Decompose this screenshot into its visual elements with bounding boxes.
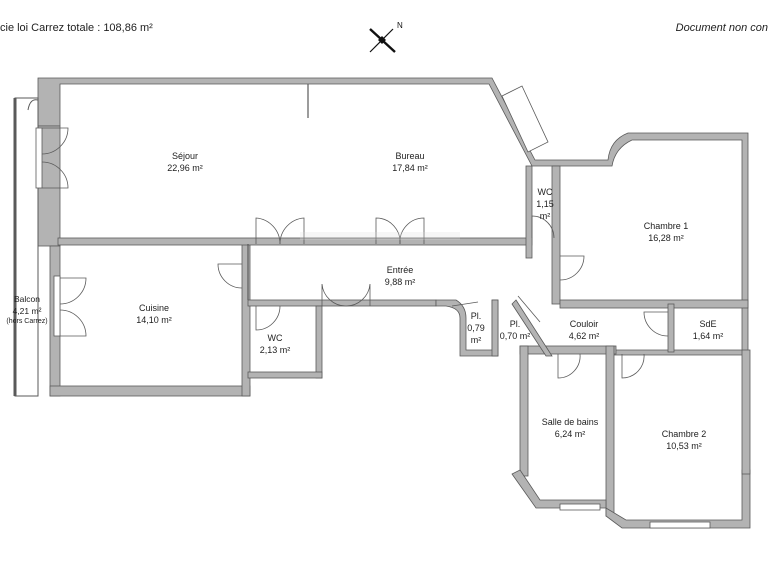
doors — [41, 127, 669, 379]
disclaimer-text: Document non con — [675, 22, 768, 34]
balcony — [13, 97, 39, 397]
watermark — [300, 232, 460, 240]
room-label-pl2: Pl.0,70 m² — [499, 319, 531, 341]
partitions — [247, 84, 309, 300]
compass-icon: N — [369, 21, 403, 53]
total-surface-text: cie loi Carrez totale : 108,86 m² — [0, 22, 153, 34]
compass-north-letter: N — [397, 21, 403, 30]
windows — [35, 85, 711, 529]
room-label-pl1: Pl.0,79 m² — [467, 311, 485, 345]
